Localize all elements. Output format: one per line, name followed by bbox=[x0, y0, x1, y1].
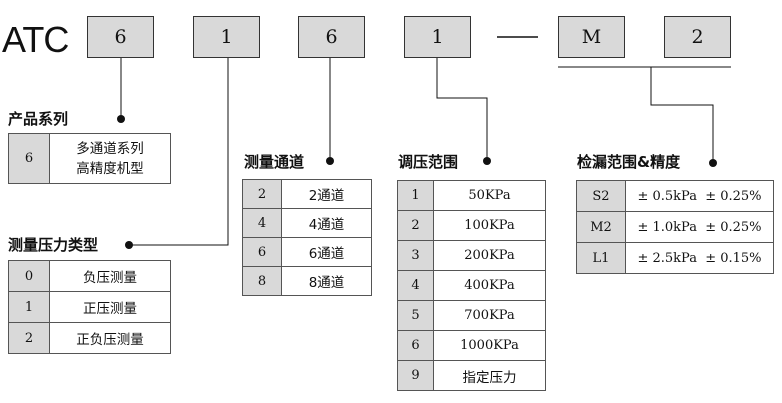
pressure-type-heading: 测量压力类型 bbox=[8, 236, 99, 254]
series-table: 6 多通道系列 高精度机型 bbox=[8, 133, 171, 184]
range-value: 指定压力 bbox=[433, 360, 546, 391]
code-box-range: 1 bbox=[404, 16, 471, 58]
channels-key: 4 bbox=[242, 208, 282, 238]
leak-value: ± 1.0kPa ± 0.25% bbox=[625, 211, 774, 243]
range-key: 5 bbox=[397, 300, 434, 331]
code-box-pressure-type: 1 bbox=[193, 16, 260, 58]
table-row: S2± 0.5kPa ± 0.25% bbox=[576, 180, 774, 212]
code-box-leak-2: 2 bbox=[664, 16, 731, 58]
table-row: 2 正负压测量 bbox=[8, 322, 171, 354]
range-key: 6 bbox=[397, 330, 434, 361]
pressure-type-value: 正压测量 bbox=[49, 291, 171, 323]
leak-key: L1 bbox=[576, 242, 626, 274]
range-key: 9 bbox=[397, 360, 434, 391]
range-key: 4 bbox=[397, 270, 434, 301]
range-key: 3 bbox=[397, 240, 434, 271]
leak-value: ± 0.5kPa ± 0.25% bbox=[625, 180, 774, 212]
pressure-type-value: 负压测量 bbox=[49, 260, 171, 292]
leak-key: S2 bbox=[576, 180, 626, 212]
channels-connector-dot bbox=[326, 157, 334, 165]
range-value: 50KPa bbox=[433, 180, 546, 211]
table-row: 0 负压测量 bbox=[8, 260, 171, 292]
table-row: L1± 2.5kPa ± 0.15% bbox=[576, 242, 774, 274]
model-prefix: ATC bbox=[2, 19, 69, 60]
range-value: 100KPa bbox=[433, 210, 546, 241]
leak-connector-dot bbox=[709, 159, 717, 167]
range-value: 400KPa bbox=[433, 270, 546, 301]
range-value: 1000KPa bbox=[433, 330, 546, 361]
channels-key: 2 bbox=[242, 179, 282, 209]
table-row: M2± 1.0kPa ± 0.25% bbox=[576, 211, 774, 243]
range-connector-dot bbox=[483, 157, 491, 165]
code-box-channels: 6 bbox=[298, 16, 365, 58]
pressure-type-table: 0 负压测量 1 正压测量 2 正负压测量 bbox=[8, 260, 171, 354]
series-connector-dot bbox=[117, 115, 125, 123]
range-key: 1 bbox=[397, 180, 434, 211]
leak-key: M2 bbox=[576, 211, 626, 243]
series-value: 多通道系列 高精度机型 bbox=[49, 133, 171, 184]
table-row: 4 4通道 bbox=[242, 208, 372, 238]
table-row: 8 8通道 bbox=[242, 266, 372, 296]
channels-value: 4通道 bbox=[281, 208, 372, 238]
leak-value: ± 2.5kPa ± 0.15% bbox=[625, 242, 774, 274]
pressure-type-connector-dot bbox=[125, 241, 133, 249]
channels-table: 2 2通道 4 4通道 6 6通道 8 8通道 bbox=[242, 179, 372, 296]
range-heading: 调压范围 bbox=[398, 153, 459, 171]
channels-heading: 测量通道 bbox=[244, 153, 305, 171]
channels-key: 8 bbox=[242, 266, 282, 296]
table-row: 6 多通道系列 高精度机型 bbox=[8, 133, 171, 184]
table-row: 6 6通道 bbox=[242, 237, 372, 267]
channels-key: 6 bbox=[242, 237, 282, 267]
pressure-type-key: 2 bbox=[8, 322, 50, 354]
series-value-line1: 多通道系列 bbox=[76, 140, 144, 157]
table-row: 2 2通道 bbox=[242, 179, 372, 209]
code-box-series: 6 bbox=[87, 16, 154, 58]
series-value-line2: 高精度机型 bbox=[76, 160, 144, 177]
channels-value: 2通道 bbox=[281, 179, 372, 209]
range-key: 2 bbox=[397, 210, 434, 241]
pressure-type-value: 正负压测量 bbox=[49, 322, 171, 354]
code-box-leak-m: M bbox=[558, 16, 625, 58]
pressure-type-key: 0 bbox=[8, 260, 50, 292]
range-value: 700KPa bbox=[433, 300, 546, 331]
range-value: 200KPa bbox=[433, 240, 546, 271]
channels-value: 6通道 bbox=[281, 237, 372, 267]
pressure-type-key: 1 bbox=[8, 291, 50, 323]
series-heading: 产品系列 bbox=[8, 110, 69, 128]
leak-table: S2± 0.5kPa ± 0.25% M2± 1.0kPa ± 0.25% L1… bbox=[576, 180, 774, 274]
leak-heading: 检漏范围&精度 bbox=[577, 153, 681, 171]
table-row: 1 正压测量 bbox=[8, 291, 171, 323]
series-key: 6 bbox=[8, 133, 50, 184]
channels-value: 8通道 bbox=[281, 266, 372, 296]
